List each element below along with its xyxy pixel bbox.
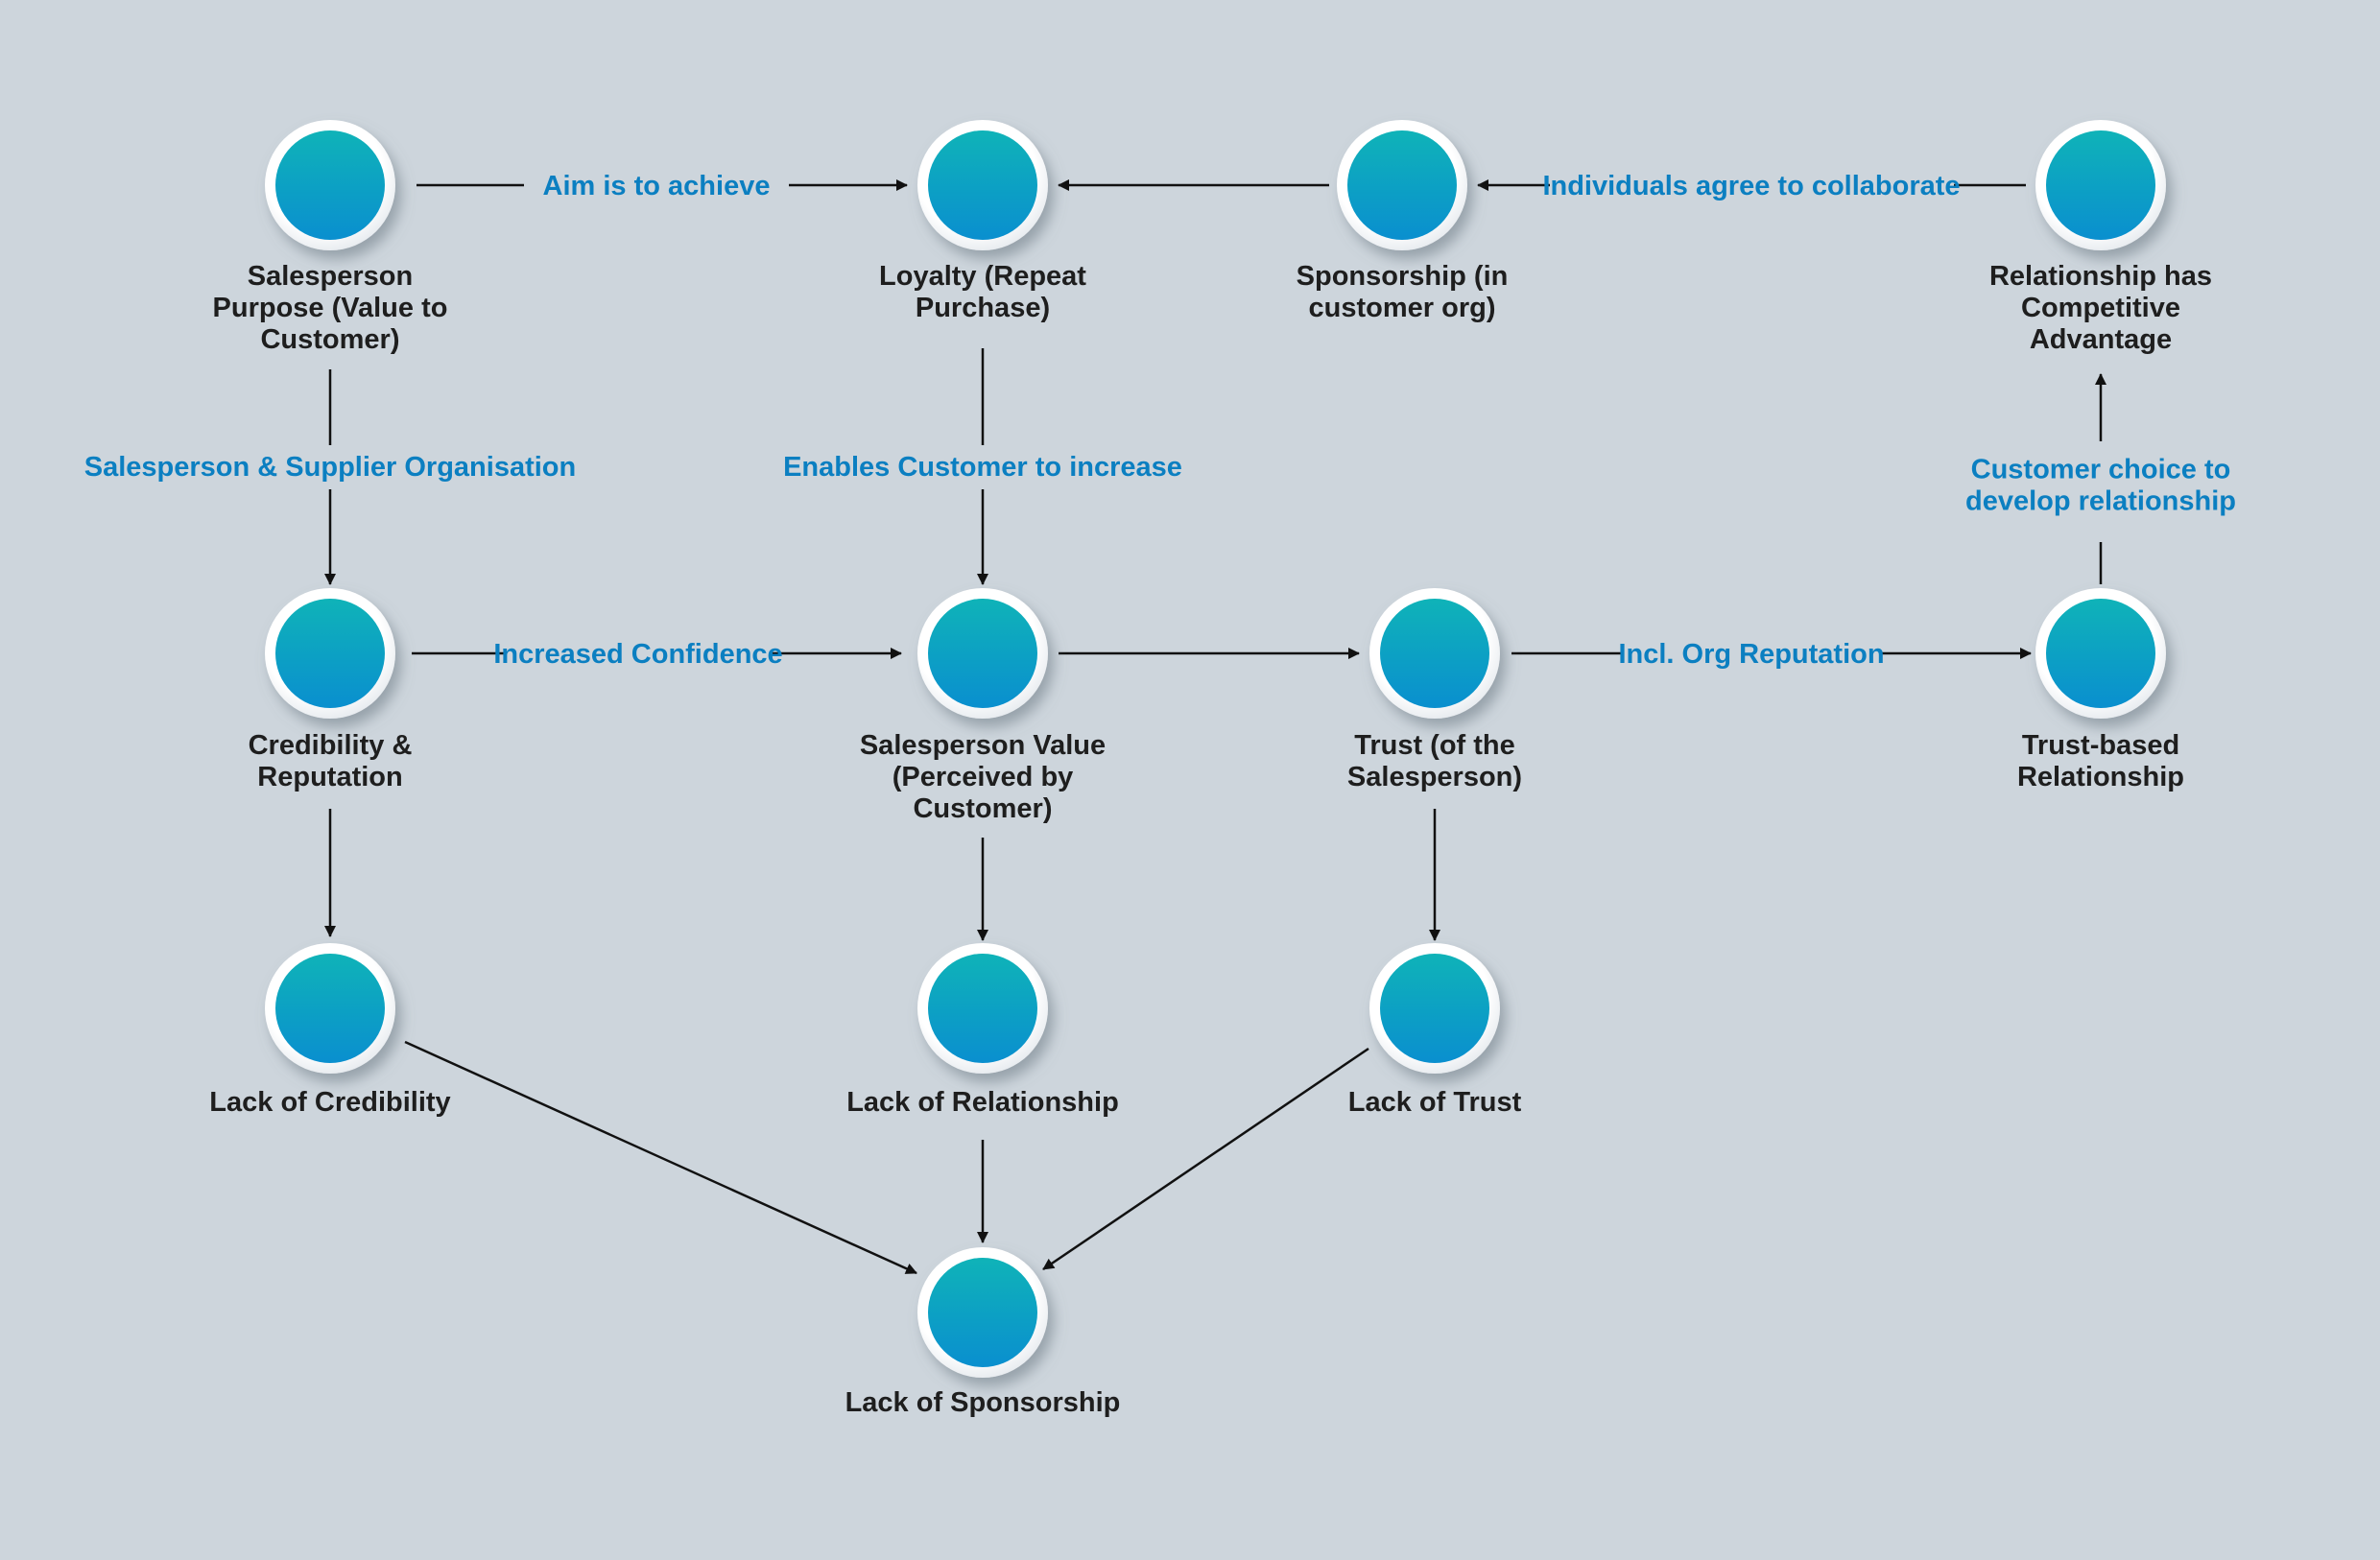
node-label: Purchase) xyxy=(916,293,1050,323)
node-label: customer org) xyxy=(1309,293,1496,323)
node-label: Competitive xyxy=(2021,293,2180,323)
edge-label: Incl. Org Reputation xyxy=(1618,639,1884,670)
node-circle-icon xyxy=(1380,954,1489,1063)
node-label: Credibility & xyxy=(249,730,413,761)
node-circle-icon xyxy=(1347,130,1457,240)
edge-label: Salesperson & Supplier Organisation xyxy=(84,452,576,483)
node-circle-icon xyxy=(2046,130,2155,240)
node-label: (Perceived by xyxy=(892,762,1074,792)
node-lack-trust: Lack of Trust xyxy=(1348,943,1522,1118)
edge-arrow xyxy=(404,1040,917,1275)
node-label: Trust-based xyxy=(2022,730,2179,761)
edge-arrow xyxy=(1042,1047,1369,1271)
node-label: Advantage xyxy=(2030,324,2172,355)
node-label: Salesperson) xyxy=(1347,762,1522,792)
node-lack-relationship: Lack of Relationship xyxy=(846,943,1119,1118)
node-label: Reputation xyxy=(257,762,402,792)
node-circle-icon xyxy=(275,130,385,240)
node-circle-icon xyxy=(928,1258,1037,1367)
node-label: Trust (of the xyxy=(1354,730,1515,761)
node-lack-credibility: Lack of Credibility xyxy=(209,943,451,1118)
edge-label: develop relationship xyxy=(1965,486,2236,517)
node-circle-icon xyxy=(2046,599,2155,708)
node-label: Lack of Trust xyxy=(1348,1087,1522,1118)
edge-trust-to-relationship: Incl. Org Reputation xyxy=(1511,639,2032,670)
node-credibility: Credibility &Reputation xyxy=(249,588,413,792)
edge-lackcred-to-lackspons xyxy=(404,1040,917,1275)
node-label: Customer) xyxy=(260,324,399,355)
node-label: Salesperson xyxy=(248,261,413,292)
node-circle-icon xyxy=(928,599,1037,708)
node-label: Lack of Relationship xyxy=(846,1087,1119,1118)
edge-label: Increased Confidence xyxy=(493,639,782,670)
edge-loyalty-to-value: Enables Customer to increase xyxy=(783,348,1182,585)
node-label: Customer) xyxy=(913,793,1052,824)
edge-purpose-to-loyalty: Aim is to achieve xyxy=(416,171,908,201)
edge-label: Enables Customer to increase xyxy=(783,452,1182,483)
edge-lacktrust-to-lackspons xyxy=(1042,1047,1369,1271)
edge-label: Individuals agree to collaborate xyxy=(1542,171,1960,201)
node-label: Relationship has xyxy=(1989,261,2212,292)
node-circle-icon xyxy=(928,954,1037,1063)
edge-label: Aim is to achieve xyxy=(543,171,771,201)
node-circle-icon xyxy=(928,130,1037,240)
node-circle-icon xyxy=(1380,599,1489,708)
node-label: Relationship xyxy=(2017,762,2184,792)
edge-credibility-to-value: Increased Confidence xyxy=(412,639,902,670)
edge-advantage-to-sponsorship: Individuals agree to collaborate xyxy=(1477,171,2026,201)
node-label: Loyalty (Repeat xyxy=(879,261,1086,292)
node-circle-icon xyxy=(275,954,385,1063)
node-label: Purpose (Value to xyxy=(213,293,448,323)
node-circle-icon xyxy=(275,599,385,708)
edge-purpose-to-credibility: Salesperson & Supplier Organisation xyxy=(84,369,576,585)
node-label: Lack of Sponsorship xyxy=(845,1387,1121,1418)
edges-layer: Aim is to achieve Individuals agree to co… xyxy=(84,171,2236,1275)
node-label: Sponsorship (in xyxy=(1297,261,1509,292)
node-label: Salesperson Value xyxy=(860,730,1106,761)
node-label: Lack of Credibility xyxy=(209,1087,450,1118)
node-lack-sponsorship: Lack of Sponsorship xyxy=(845,1247,1121,1418)
edge-label: Customer choice to xyxy=(1971,455,2231,485)
